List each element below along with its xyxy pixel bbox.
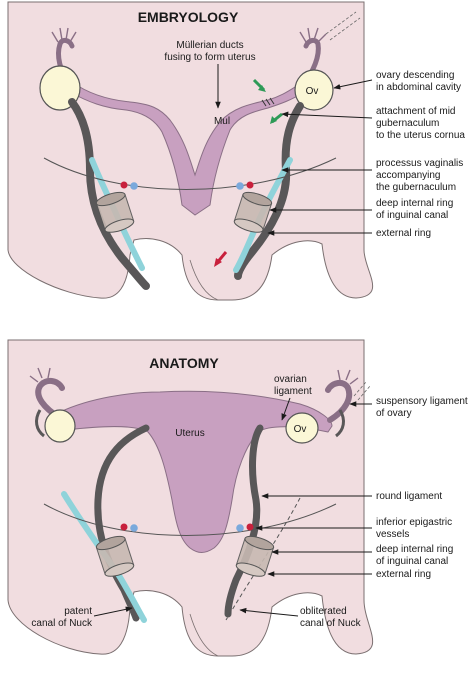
embryology-title: EMBRYOLOGY xyxy=(138,9,239,25)
patent-label-line-1: canal of Nuck xyxy=(31,618,93,629)
embryology-panel: EMBRYOLOGY Müllerian ducts fusing to for… xyxy=(7,1,465,301)
left-ovary-bottom xyxy=(44,409,76,443)
left-deep-ring-top xyxy=(95,191,135,233)
vessel-red-left-bottom xyxy=(120,523,128,531)
vessel-red-right-top xyxy=(246,181,254,189)
bottom-label-0-line-0: suspensory ligament xyxy=(376,396,468,407)
uterus-label: Uterus xyxy=(175,428,204,439)
right-deep-ring-top xyxy=(233,191,273,233)
top-label-3-line-0: deep internal ring xyxy=(376,198,453,209)
top-label-2-line-2: the gubernaculum xyxy=(376,182,456,193)
top-label-1-line-0: attachment of mid xyxy=(376,106,455,117)
top-label-1-line-1: gubernaculum xyxy=(376,118,439,129)
top-label-3-line-1: of inguinal canal xyxy=(376,210,448,221)
vessel-red-right-bottom xyxy=(246,523,254,531)
bottom-label-2-line-1: vessels xyxy=(376,529,409,540)
left-tube-bottom xyxy=(35,378,65,421)
top-label-2-line-0: processus vaginalis xyxy=(376,158,463,169)
top-label-0-line-1: in abdominal cavity xyxy=(376,82,461,93)
vessel-red-left-top xyxy=(120,181,128,189)
patent-label-line-0: patent xyxy=(64,606,92,617)
left-gubernaculum xyxy=(68,98,150,290)
ovarian-ligament-line-1: ligament xyxy=(274,386,312,397)
inguinal-line-bottom xyxy=(43,503,337,536)
ov-label-top: Ov xyxy=(306,86,319,97)
top-label-4-line-0: external ring xyxy=(376,228,431,239)
bottom-label-1-line-0: round ligament xyxy=(376,491,442,502)
top-label-0-line-0: ovary descending xyxy=(376,70,454,81)
bottom-label-3-line-1: of inguinal canal xyxy=(376,556,448,567)
mullerian-label-1: Müllerian ducts xyxy=(176,40,243,51)
vessel-blue-right-top xyxy=(236,182,244,190)
obliterated-label-line-1: canal of Nuck xyxy=(300,618,362,629)
ov-label-bottom: Ov xyxy=(294,424,307,435)
top-label-1-line-2: to the uterus cornua xyxy=(376,130,465,141)
bottom-label-4-line-0: external ring xyxy=(376,569,431,580)
top-label-2-line-1: accompanying xyxy=(376,170,440,181)
uterus xyxy=(57,390,333,553)
right-deep-ring-bottom xyxy=(235,535,275,577)
vessel-blue-right-bottom xyxy=(236,524,244,532)
vessel-blue-left-bottom xyxy=(130,524,138,532)
ovarian-ligament-line-0: ovarian xyxy=(274,374,307,385)
right-ovary-top xyxy=(294,69,334,111)
bottom-label-2-line-0: inferior epigastric xyxy=(376,517,452,528)
bottom-label-3-line-0: deep internal ring xyxy=(376,544,453,555)
mullerian-label-2: fusing to form uterus xyxy=(164,52,255,63)
obliterated-label-line-0: obliterated xyxy=(300,606,347,617)
mul-label: Mul xyxy=(214,116,230,127)
inguinal-line-top xyxy=(43,157,337,190)
vessel-blue-left-top xyxy=(130,182,138,190)
left-deep-ring-bottom xyxy=(95,535,135,577)
right-ovary-bottom xyxy=(285,412,319,444)
bottom-label-0-line-1: of ovary xyxy=(376,408,412,419)
anatomy-panel: ANATOMY Uterus Ov ovarian ligament paten… xyxy=(7,339,468,657)
anatomy-title: ANATOMY xyxy=(149,355,219,371)
